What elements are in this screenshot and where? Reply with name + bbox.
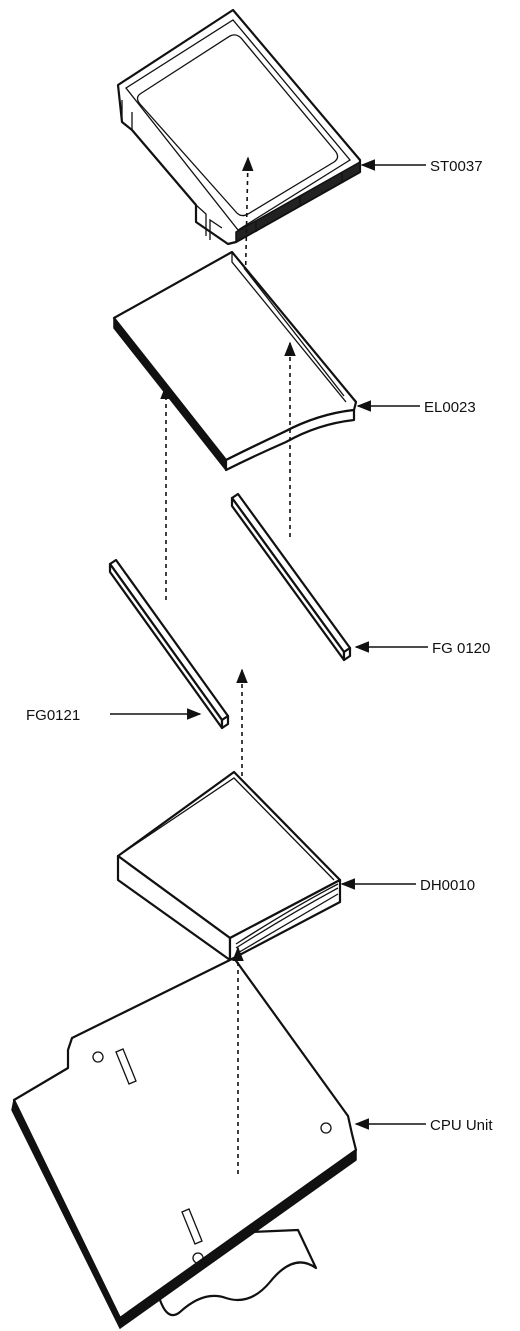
part-fg0121-strip — [108, 558, 230, 730]
callout-dh0010: DH0010 — [340, 877, 475, 894]
mounting-hole — [192, 1252, 204, 1264]
callout-el0023: EL0023 — [356, 399, 476, 416]
label-fg0120: FG 0120 — [432, 640, 490, 657]
label-cpu-unit: CPU Unit — [430, 1117, 493, 1134]
callout-st0037: ST0037 — [360, 158, 483, 175]
part-dh0010-holder — [116, 770, 342, 962]
part-cpu-unit-board — [11, 956, 358, 1329]
label-st0037: ST0037 — [430, 158, 483, 175]
label-el0023: EL0023 — [424, 399, 476, 416]
label-fg0121: FG0121 — [26, 707, 80, 724]
label-dh0010: DH0010 — [420, 877, 475, 894]
part-st0037-cover — [116, 8, 362, 246]
part-fg0120-strip — [230, 492, 352, 662]
callout-fg0120: FG 0120 — [354, 640, 490, 657]
callout-fg0121: FG0121 — [26, 707, 202, 724]
mounting-hole — [320, 1122, 332, 1134]
callout-cpu-unit: CPU Unit — [354, 1117, 493, 1134]
mounting-hole — [92, 1051, 104, 1063]
part-el0023-display — [112, 250, 358, 472]
assembly-arrow-st0037 — [241, 156, 254, 346]
board-slot — [115, 1048, 137, 1085]
board-slot — [181, 1208, 203, 1245]
